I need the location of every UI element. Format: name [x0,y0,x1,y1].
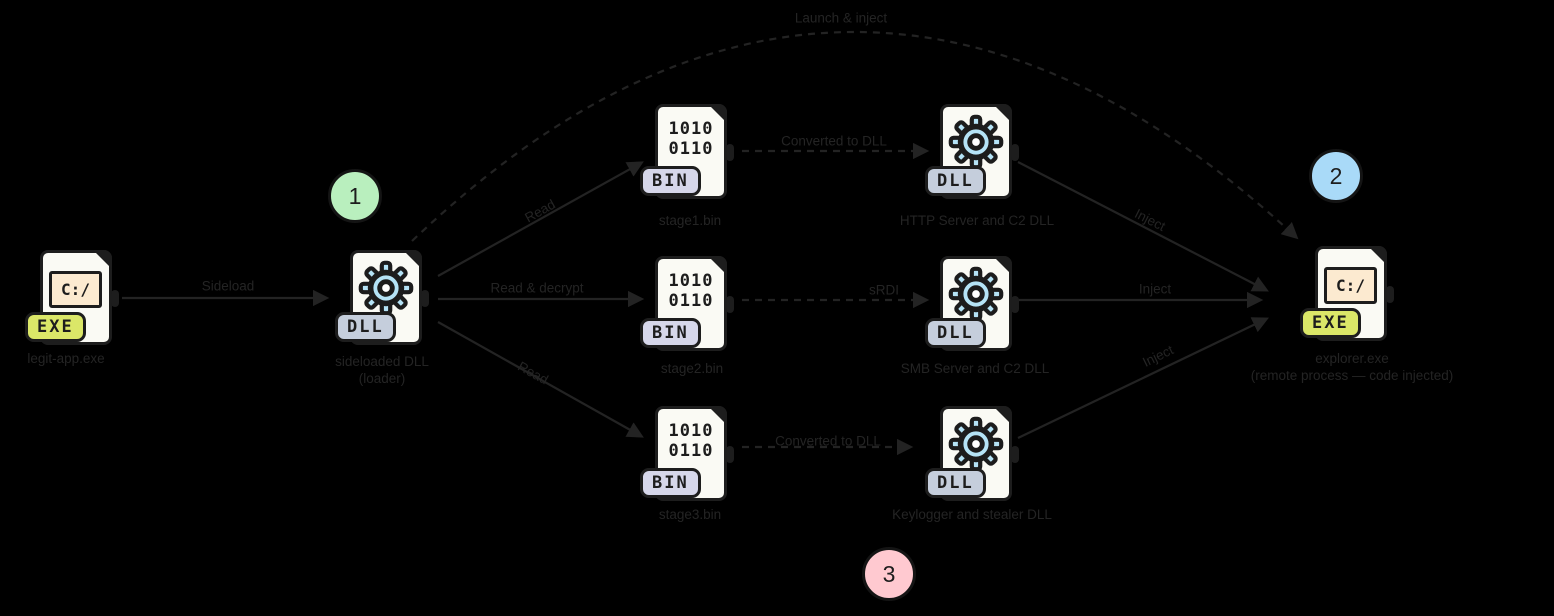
inject2-label: Inject [1138,281,1172,297]
loader-dll-caption: sideloaded DLL (loader) [335,353,429,387]
folded-corner-icon [1368,246,1387,265]
binary-text: 1010 0110 [659,421,723,461]
c-drive-box: C:/ [1324,267,1377,304]
gear-icon [948,416,1004,472]
edge-inject-1 [1017,161,1269,292]
dll-badge: DLL [925,318,986,348]
edge-launch-arc [411,30,1299,242]
folded-corner-icon [403,250,422,269]
paper-clip-icon [726,446,734,463]
read2-label: Read & decrypt [490,280,584,296]
gear-icon [948,266,1004,322]
bin2-icon: 1010 0110 BIN [640,256,734,351]
bin3-caption: stage3.bin [658,507,722,522]
folded-corner-icon [993,406,1012,425]
binary-text: 1010 0110 [659,119,723,159]
loader-dll-caption-line2: (loader) [358,371,406,386]
convert2-label: sRDI [869,282,899,298]
paper-clip-icon [1011,144,1019,161]
binary-text: 1010 0110 [659,271,723,311]
dll-badge: DLL [335,312,396,342]
folded-corner-icon [708,256,727,275]
source-exe-icon: C:/ EXE [25,250,119,345]
binary-line1: 1010 [668,119,714,139]
launch-arc-label: Launch & inject [794,10,888,26]
target-exe-caption: explorer.exe (remote process — code inje… [1251,350,1454,384]
dll1-caption: HTTP Server and C2 DLL [899,213,1055,228]
step-1-circle: 1 [328,169,382,223]
bin1-caption: stage1.bin [658,213,722,228]
paper-clip-icon [421,290,429,307]
edge-read-bin3 [437,321,644,438]
loader-dll-icon: DLL [335,250,429,345]
dll2-icon: DLL [925,256,1019,351]
binary-line2: 0110 [668,139,714,159]
convert1-label: Converted to DLL [781,133,887,149]
target-exe-icon: C:/ EXE [1300,246,1394,341]
dll3-icon: DLL [925,406,1019,501]
paper-clip-icon [1011,296,1019,313]
exe-badge: EXE [1300,308,1361,338]
c-drive-box: C:/ [49,271,102,308]
edge-read-bin1 [437,161,644,277]
edge-inject-3 [1017,317,1269,439]
step-2-circle: 2 [1309,149,1363,203]
folded-corner-icon [708,406,727,425]
loader-dll-caption-line1: sideloaded DLL [335,354,429,369]
dll3-caption: Keylogger and stealer DLL [892,507,1052,522]
folded-corner-icon [993,256,1012,275]
bin-badge: BIN [640,468,701,498]
binary-line2: 0110 [668,441,714,461]
folded-corner-icon [708,104,727,123]
step-3-number: 3 [882,560,896,587]
sideload-label: Sideload [201,278,255,294]
dll-badge: DLL [925,468,986,498]
source-exe-caption: legit-app.exe [27,351,105,366]
bin2-caption: stage2.bin [660,361,724,376]
bin3-icon: 1010 0110 BIN [640,406,734,501]
paper-clip-icon [726,144,734,161]
dll1-icon: DLL [925,104,1019,199]
folded-corner-icon [993,104,1012,123]
gear-icon [948,114,1004,170]
bin-badge: BIN [640,166,701,196]
convert3-label: Converted to DLL [775,433,881,449]
binary-line1: 1010 [668,271,714,291]
gear-icon [358,260,414,316]
target-exe-caption-line1: explorer.exe [1315,351,1389,366]
paper-clip-icon [1386,286,1394,303]
folded-corner-icon [93,250,112,269]
dll-badge: DLL [925,166,986,196]
exe-badge: EXE [25,312,86,342]
step-2-number: 2 [1329,162,1343,189]
bin1-icon: 1010 0110 BIN [640,104,734,199]
step-1-number: 1 [348,182,362,209]
target-exe-caption-line2: (remote process — code injected) [1250,368,1454,383]
dll2-caption: SMB Server and C2 DLL [900,361,1050,376]
paper-clip-icon [111,290,119,307]
binary-line2: 0110 [668,291,714,311]
paper-clip-icon [726,296,734,313]
step-3-circle: 3 [862,547,916,601]
paper-clip-icon [1011,446,1019,463]
bin-badge: BIN [640,318,701,348]
binary-line1: 1010 [668,421,714,441]
